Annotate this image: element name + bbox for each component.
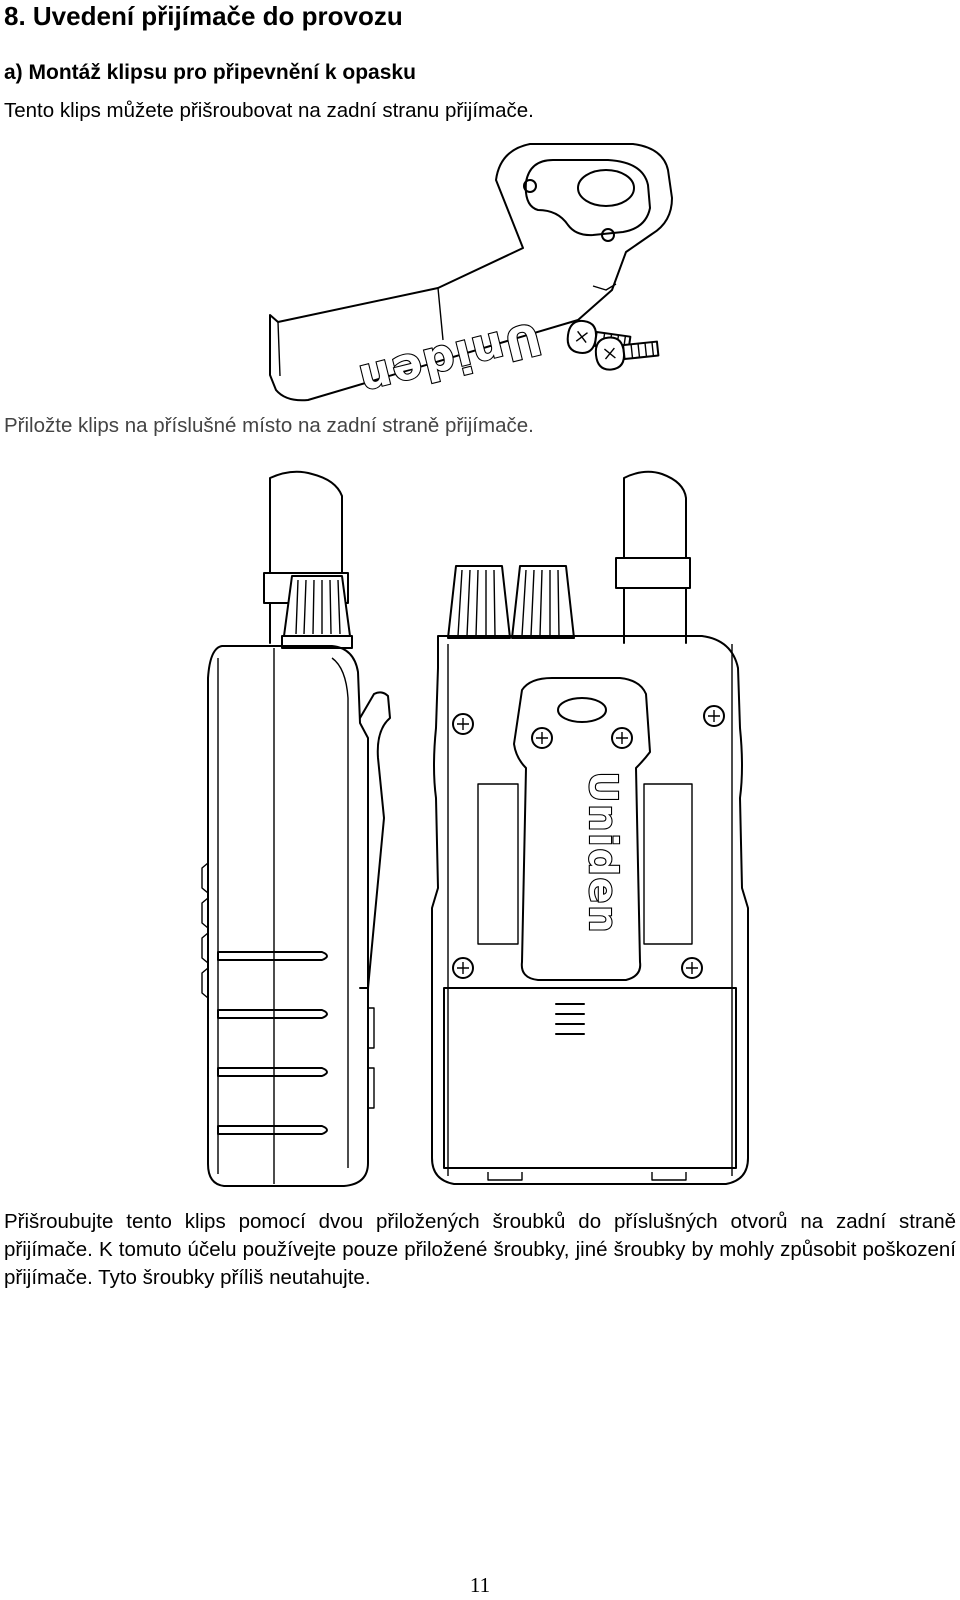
receiver-with-clip-illustration: Uniden — [201, 470, 749, 1187]
screw-2-icon — [594, 336, 660, 371]
paragraph-clip-placement: Přiložte klips na příslušné místo na zad… — [4, 414, 534, 437]
receiver-side-view — [201, 470, 391, 1187]
paragraph-screw-instructions: Přišroubujte tento klips pomocí dvou při… — [4, 1210, 956, 1289]
paragraph-clip-intro: Tento klips můžete přišroubovat na zadní… — [4, 99, 534, 122]
page-number: 11 — [469, 1573, 491, 1597]
subsection-title: a) Montáž klipsu pro připevnění k opasku — [4, 61, 416, 84]
section-title: 8. Uvedení přijímače do provozu — [4, 1, 403, 31]
belt-clip-illustration: Uniden — [269, 143, 673, 408]
clip-logo-text: Uniden — [353, 312, 547, 407]
belt-clip-drawing — [269, 143, 673, 402]
device-logo-text: Uniden — [581, 772, 625, 935]
receiver-back-view — [431, 470, 749, 1185]
